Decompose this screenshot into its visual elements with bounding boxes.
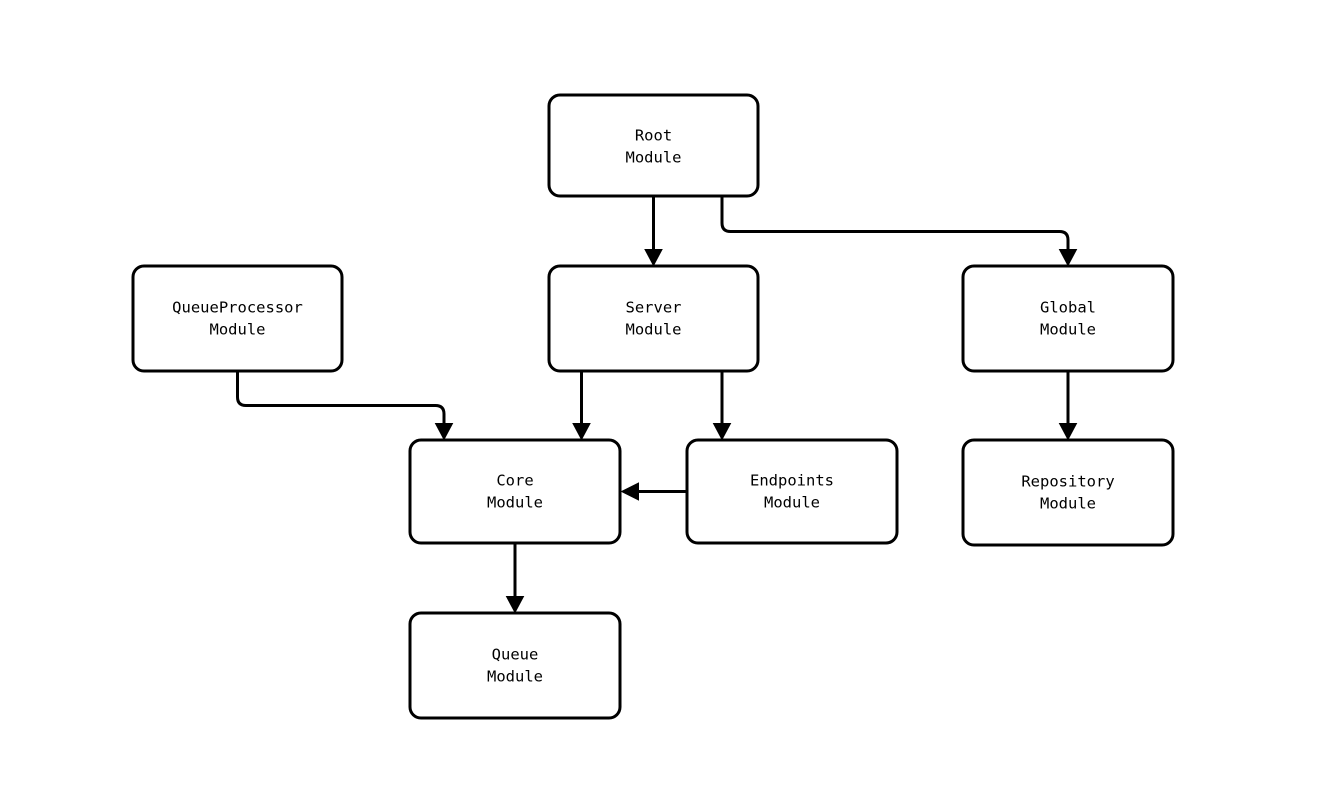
node-queue-module[interactable]: Queue Module xyxy=(408,611,622,720)
node-server-module-label-line1: Server xyxy=(626,299,682,317)
node-queue-module-label-line1: Queue xyxy=(492,646,539,664)
node-core-module-label-line2: Module xyxy=(487,494,543,512)
node-repository-module-box[interactable] xyxy=(961,438,1175,547)
node-core-module[interactable]: Core Module xyxy=(408,438,622,545)
edge-endpoints-to-core xyxy=(620,482,687,501)
edge-root-to-global xyxy=(720,196,1078,267)
node-server-module-box[interactable] xyxy=(547,264,760,373)
arrowhead-icon xyxy=(505,596,525,614)
node-global-module-box[interactable] xyxy=(961,264,1175,373)
node-queueprocessor-module[interactable]: QueueProcessor Module xyxy=(131,264,344,373)
node-queueprocessor-module-label-line2: Module xyxy=(210,321,266,339)
arrowhead-icon xyxy=(572,423,591,441)
node-repository-module-label-line1: Repository xyxy=(1021,473,1114,491)
arrowhead-icon xyxy=(1058,423,1078,441)
node-queueprocessor-module-label-line1: QueueProcessor xyxy=(172,299,303,317)
node-endpoints-module[interactable]: Endpoints Module xyxy=(685,438,899,545)
edge-root-to-server xyxy=(644,196,663,267)
node-queue-module-label-line2: Module xyxy=(487,668,543,686)
node-global-module[interactable]: Global Module xyxy=(961,264,1175,373)
edge-global-to-repository xyxy=(1058,371,1078,441)
node-queueprocessor-module-box[interactable] xyxy=(131,264,344,373)
node-endpoints-module-box[interactable] xyxy=(685,438,899,545)
edge-queueprocessor-to-core xyxy=(236,371,454,441)
node-root-module[interactable]: Root Module xyxy=(547,93,760,198)
arrowhead-icon xyxy=(434,423,454,441)
node-repository-module[interactable]: Repository Module xyxy=(961,438,1175,547)
arrowhead-icon xyxy=(620,482,639,501)
node-server-module-label-line2: Module xyxy=(626,321,682,339)
edge-core-to-queue xyxy=(505,543,525,614)
node-root-module-label-line2: Module xyxy=(626,149,682,167)
node-root-module-label-line1: Root xyxy=(635,127,672,145)
node-endpoints-module-label-line2: Module xyxy=(764,494,820,512)
node-server-module[interactable]: Server Module xyxy=(547,264,760,373)
node-repository-module-label-line2: Module xyxy=(1040,495,1096,513)
node-core-module-label-line1: Core xyxy=(496,472,533,490)
arrowhead-icon xyxy=(644,249,663,267)
node-global-module-label-line2: Module xyxy=(1040,321,1096,339)
arrowhead-icon xyxy=(1058,249,1078,267)
node-queue-module-box[interactable] xyxy=(408,611,622,720)
edge-server-to-endpoints xyxy=(712,371,732,441)
node-global-module-label-line1: Global xyxy=(1040,299,1096,317)
arrowhead-icon xyxy=(712,423,732,441)
node-root-module-box[interactable] xyxy=(547,93,760,198)
edge-server-to-core xyxy=(572,371,591,441)
node-core-module-box[interactable] xyxy=(408,438,622,545)
node-endpoints-module-label-line1: Endpoints xyxy=(750,472,834,490)
